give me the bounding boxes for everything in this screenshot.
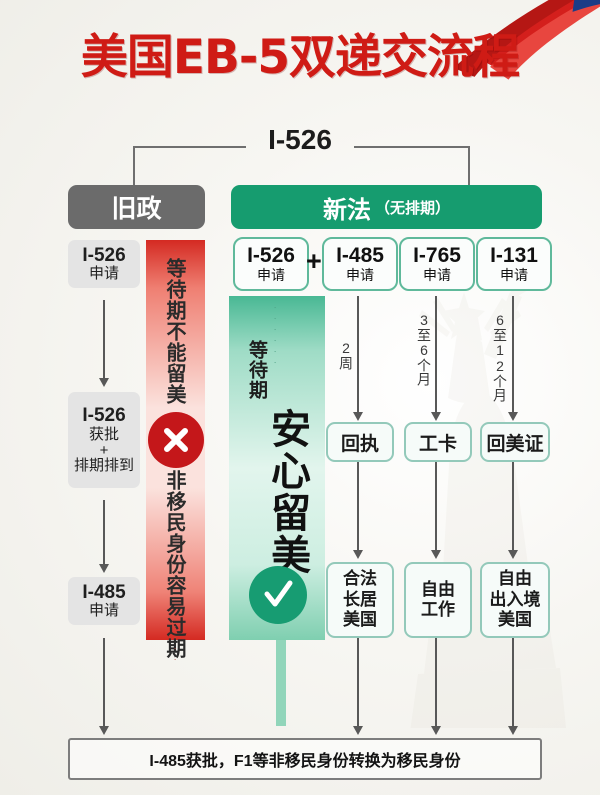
check-glyph [264, 580, 293, 607]
old-step-3-code: I-485 [82, 581, 126, 603]
header-old-policy: 旧政 [68, 185, 205, 229]
benefit-travel-line-1: 自由 [498, 569, 532, 589]
bracket-line-left [133, 146, 246, 148]
output-travel-document: 回美证 [480, 422, 550, 462]
bracket-line-right [354, 146, 470, 148]
old-step-2-plus: + [99, 441, 109, 459]
us-flag-icon [453, 0, 600, 80]
plus-symbol: + [306, 246, 322, 276]
new-form-i485: I-485 申请 [322, 237, 398, 291]
old-step-1: I-526 申请 [68, 240, 140, 288]
new-form-i765-code: I-765 [413, 244, 461, 268]
new-form-i526-code: I-526 [247, 244, 295, 268]
header-new-law-sublabel: （无排期） [374, 199, 450, 217]
old-step-3-text: 申请 [88, 602, 119, 620]
new-form-i526-text: 申请 [257, 266, 285, 283]
header-new-law: 新法 （无排期） [231, 185, 542, 229]
old-step-3: I-485 申请 [68, 577, 140, 625]
benefit-travel: 自由 出入境 美国 [480, 562, 550, 638]
bracket-drop-right [468, 146, 470, 185]
duration-i485: 2周 [338, 340, 354, 370]
header-new-law-label: 新法 [322, 196, 371, 224]
new-form-i131-code: I-131 [490, 244, 538, 268]
cross-glyph [164, 428, 188, 452]
old-step-2-code: I-526 [82, 405, 126, 427]
old-step-1-code: I-526 [82, 244, 126, 266]
benefit-residency-line-2: 长居 [343, 589, 377, 609]
new-form-i765-text: 申请 [423, 266, 451, 283]
page-title: 美国EB-5双递交流程 [80, 30, 520, 85]
header-old-policy-label: 旧政 [111, 195, 162, 223]
benefit-work: 自由 工作 [404, 562, 472, 638]
output-work-permit: 工卡 [404, 422, 472, 462]
bracket-label: I-526 [268, 124, 332, 155]
bottom-summary: I-485获批，F1等非移民身份转换为移民身份 [68, 738, 542, 780]
new-form-i765: I-765 申请 [399, 237, 475, 291]
benefit-work-line-2: 工作 [421, 600, 455, 619]
benefit-residency: 合法 长居 美国 [326, 562, 394, 638]
new-form-i131: I-131 申请 [476, 237, 552, 291]
old-band-dots-top: ∙∙∙∙∙ [170, 245, 180, 300]
new-band-big-text: 安心留美 [265, 408, 309, 576]
duration-i131: 6至12个月 [492, 312, 508, 402]
old-step-2: I-526 获批 + 排期排到 [68, 392, 140, 488]
benefit-residency-line-1: 合法 [343, 569, 377, 589]
new-form-i485-code: I-485 [336, 244, 384, 268]
new-form-i526: I-526 申请 [233, 237, 309, 291]
check-icon [249, 566, 307, 624]
old-band-bottom-text: 非移民身份容易过期 [163, 470, 185, 659]
old-step-2-text2: 排期排到 [73, 456, 134, 474]
new-band-dots: ∙∙∙∙∙∙ [270, 302, 280, 368]
new-band-small-text: 等待期 [246, 340, 267, 400]
old-band-dots-bottom: ∙∙∙∙∙ [170, 610, 180, 665]
cross-icon [148, 412, 204, 468]
duration-i765: 3至6个月 [416, 312, 432, 386]
statue-of-liberty-watermark [410, 276, 566, 728]
old-step-1-text: 申请 [88, 265, 119, 283]
output-receipt: 回执 [326, 422, 394, 462]
old-band-top-text: 等待期不能留美 [163, 258, 185, 405]
benefit-travel-line-2: 出入境 [489, 589, 541, 609]
old-step-2-text: 获批 [88, 425, 119, 443]
benefit-travel-line-3: 美国 [498, 610, 532, 630]
new-form-i485-text: 申请 [346, 266, 374, 283]
new-form-i131-text: 申请 [500, 266, 528, 283]
benefit-work-line-1: 自由 [421, 579, 455, 599]
benefit-residency-line-3: 美国 [343, 610, 377, 630]
bracket-drop-left [133, 146, 135, 185]
green-band-tail [276, 640, 286, 726]
